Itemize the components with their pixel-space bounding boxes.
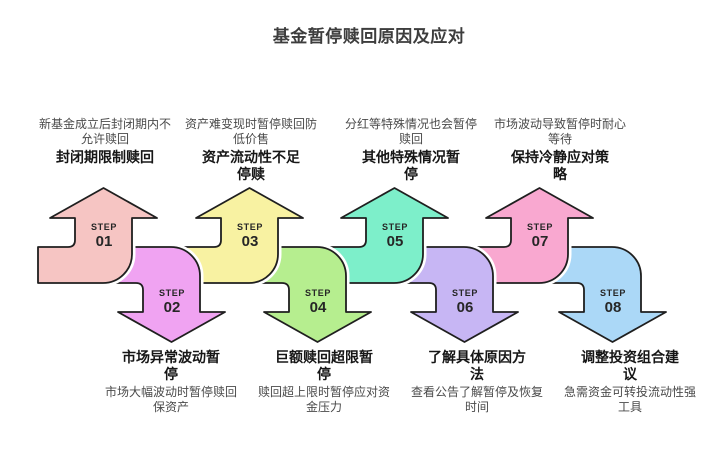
step-5-number: 05 [387,233,404,250]
step-1-arrow: STEP 01 [34,184,161,287]
step-6-label: STEP [452,288,478,298]
step-1-number: 01 [96,233,113,250]
step-7-arrow-shape [473,187,594,284]
step-1-arrow-shape [37,187,158,284]
step-3-arrow-shape [183,187,304,284]
step-3-title: 资产流动性不足 停赎 [202,149,300,182]
step-6-textblock: 了解具体原因方 法 查看公告了解暂停及恢复 时间 [397,349,557,415]
step-2-textblock: 市场异常波动暂 停 市场大幅波动时暂停赎回 保资产 [91,349,251,415]
step-4-arrow: STEP 04 [248,243,375,346]
step-5-textblock: 分红等特殊情况也会暂停 赎回 其他特殊情况暂 停 [331,117,491,183]
step-7-label: STEP [527,222,553,232]
step-1-desc: 新基金成立后封闭期内不 允许赎回 [38,117,171,146]
step-8-textblock: 调整投资组合建 议 急需资金可转投流动性强 工具 [550,349,710,415]
step-8-number: 08 [605,299,622,316]
step-5-desc: 分红等特殊情况也会暂停 赎回 [344,117,477,146]
step-5-arrow-shape [328,187,449,284]
step-5-label: STEP [382,222,408,232]
step-4-number: 04 [310,299,327,316]
step-6-desc: 查看公告了解暂停及恢复 时间 [410,385,543,414]
step-4-desc: 赎回超上限时暂停应对资 金压力 [257,385,390,414]
step-6-arrow-shape [398,246,519,343]
step-1-label: STEP [91,222,117,232]
step-4-textblock: 巨额赎回超限暂 停 赎回超上限时暂停应对资 金压力 [244,349,404,415]
step-1-textblock: 新基金成立后封闭期内不 允许赎回 封闭期限制赎回 [25,117,185,166]
step-2-title: 市场异常波动暂 停 [122,349,220,382]
step-3-arrow: STEP 03 [180,184,307,287]
step-3-desc: 资产难变现时暂停赎回防 低价售 [184,117,317,146]
step-2-arrow-shape [105,246,226,343]
step-6-number: 06 [457,299,474,316]
step-8-arrow: STEP 08 [543,243,670,346]
step-5-title: 其他特殊情况暂 停 [362,149,460,182]
step-2-number: 02 [164,299,181,316]
step-8-arrow-shape [546,246,667,343]
step-2-label: STEP [159,288,185,298]
step-8-label: STEP [600,288,626,298]
step-6-title: 了解具体原因方 法 [428,349,526,382]
step-7-arrow: STEP 07 [470,184,597,287]
step-3-label: STEP [237,222,263,232]
step-6-arrow: STEP 06 [395,243,522,346]
step-7-title: 保持冷静应对策 略 [511,149,609,182]
step-4-arrow-shape [251,246,372,343]
step-7-desc: 市场波动导致暂停时耐心 等待 [493,117,626,146]
page-title: 基金暂停赎回原因及应对 [272,27,466,46]
step-5-arrow: STEP 05 [325,184,452,287]
step-7-number: 07 [532,233,549,250]
step-2-arrow: STEP 02 [102,243,229,346]
step-8-title: 调整投资组合建 议 [581,349,679,382]
step-2-desc: 市场大幅波动时暂停赎回 保资产 [104,385,237,414]
step-8-desc: 急需资金可转投流动性强 工具 [563,385,696,414]
step-4-label: STEP [305,288,331,298]
step-7-textblock: 市场波动导致暂停时耐心 等待 保持冷静应对策 略 [480,117,640,183]
step-1-title: 封闭期限制赎回 [56,149,154,165]
step-3-number: 03 [242,233,259,250]
step-4-title: 巨额赎回超限暂 停 [275,349,373,382]
step-3-textblock: 资产难变现时暂停赎回防 低价售 资产流动性不足 停赎 [171,117,331,183]
